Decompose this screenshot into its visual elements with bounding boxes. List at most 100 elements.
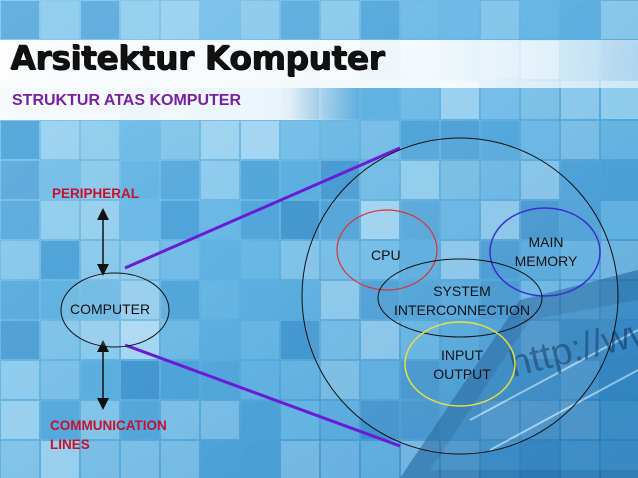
background-tile — [241, 201, 279, 239]
computer-ellipse — [60, 272, 170, 348]
background-tile — [41, 441, 79, 478]
background-tile — [201, 161, 239, 199]
background-tile — [81, 281, 119, 319]
connector-line-top — [124, 146, 401, 270]
background-tile — [361, 241, 399, 279]
background-tile — [361, 441, 399, 478]
background-tile — [201, 401, 239, 439]
main-memory-label-line1: MAIN — [528, 234, 564, 250]
background-tile — [321, 441, 359, 478]
system-label-line2: INTERCONNECTION — [393, 302, 531, 318]
background-tile — [1, 201, 39, 239]
background-tile — [161, 321, 199, 359]
connector-line-bottom — [124, 343, 401, 448]
background-tile — [1, 401, 39, 439]
background-tile — [161, 1, 199, 39]
background-tile — [241, 1, 279, 39]
communication-label-line2: LINES — [50, 437, 90, 452]
computer-internals-circle — [301, 137, 619, 455]
background-tile — [321, 1, 359, 39]
background-tile — [41, 241, 79, 279]
background-tile — [321, 121, 359, 159]
background-tile — [401, 241, 439, 279]
background-tile — [321, 281, 359, 319]
background-tile — [361, 201, 399, 239]
background-tile — [601, 1, 638, 39]
background-tile — [81, 441, 119, 478]
background-tile — [401, 281, 439, 319]
peripheral-label: PERIPHERAL — [52, 186, 140, 201]
background-tile — [81, 1, 119, 39]
system-interconnection-label: SYSTEM INTERCONNECTION — [384, 282, 540, 320]
background-tile — [121, 361, 159, 399]
background-tile — [601, 201, 638, 239]
background-tile — [281, 1, 319, 39]
background-tile — [601, 121, 638, 159]
background-tile — [361, 321, 399, 359]
background-tile — [1, 121, 39, 159]
background-tile — [201, 121, 239, 159]
background-tile — [361, 161, 399, 199]
background-tile — [161, 441, 199, 478]
laptop-illustration — [400, 270, 638, 478]
background-tile — [321, 201, 359, 239]
background-tile — [481, 1, 519, 39]
background-tile — [281, 401, 319, 439]
background-tile — [201, 281, 239, 319]
background-tile — [201, 1, 239, 39]
background-tile — [521, 201, 559, 239]
background-tile — [41, 401, 79, 439]
background-tile — [121, 321, 159, 359]
background-tile — [241, 401, 279, 439]
background-tile — [161, 241, 199, 279]
background-tile — [521, 1, 559, 39]
background-tile — [241, 241, 279, 279]
background-tile — [121, 401, 159, 439]
background-tile — [121, 121, 159, 159]
background-tile — [121, 441, 159, 478]
background-tile — [361, 1, 399, 39]
background-tile — [241, 361, 279, 399]
cpu-label: CPU — [371, 247, 401, 263]
background-tile — [441, 201, 479, 239]
slide-subtitle: STRUKTUR ATAS KOMPUTER — [12, 92, 242, 109]
main-memory-circle — [489, 207, 601, 297]
background-tile — [241, 121, 279, 159]
background-tile — [161, 161, 199, 199]
background-tile — [441, 1, 479, 39]
background-tile — [361, 361, 399, 399]
background-tile — [121, 281, 159, 319]
background-tile — [401, 161, 439, 199]
io-label-line1: INPUT — [441, 347, 483, 363]
background-tile — [241, 161, 279, 199]
background-tile — [321, 321, 359, 359]
background-tile — [561, 1, 599, 39]
background-tile — [161, 201, 199, 239]
background-tile — [41, 121, 79, 159]
background-tile — [41, 161, 79, 199]
background-tile — [201, 441, 239, 478]
system-interconnection-ellipse — [377, 258, 543, 338]
background-tile — [161, 121, 199, 159]
background-tile — [521, 241, 559, 279]
background-tile — [321, 241, 359, 279]
input-output-circle — [404, 321, 516, 407]
background-tile — [121, 161, 159, 199]
background-tile — [201, 321, 239, 359]
subtitle-band — [0, 88, 360, 120]
background-tile — [441, 161, 479, 199]
background-tile — [281, 121, 319, 159]
background-tile — [481, 201, 519, 239]
title-band — [0, 40, 638, 88]
background-tile — [1, 241, 39, 279]
background-tile — [161, 361, 199, 399]
background-tile — [561, 201, 599, 239]
system-label-line1: SYSTEM — [433, 283, 491, 299]
background-tile — [441, 281, 479, 319]
background-tile — [121, 1, 159, 39]
io-label-line2: OUTPUT — [433, 366, 491, 382]
background-tile — [281, 441, 319, 478]
background-tile — [161, 401, 199, 439]
main-memory-label: MAIN MEMORY — [506, 233, 586, 271]
